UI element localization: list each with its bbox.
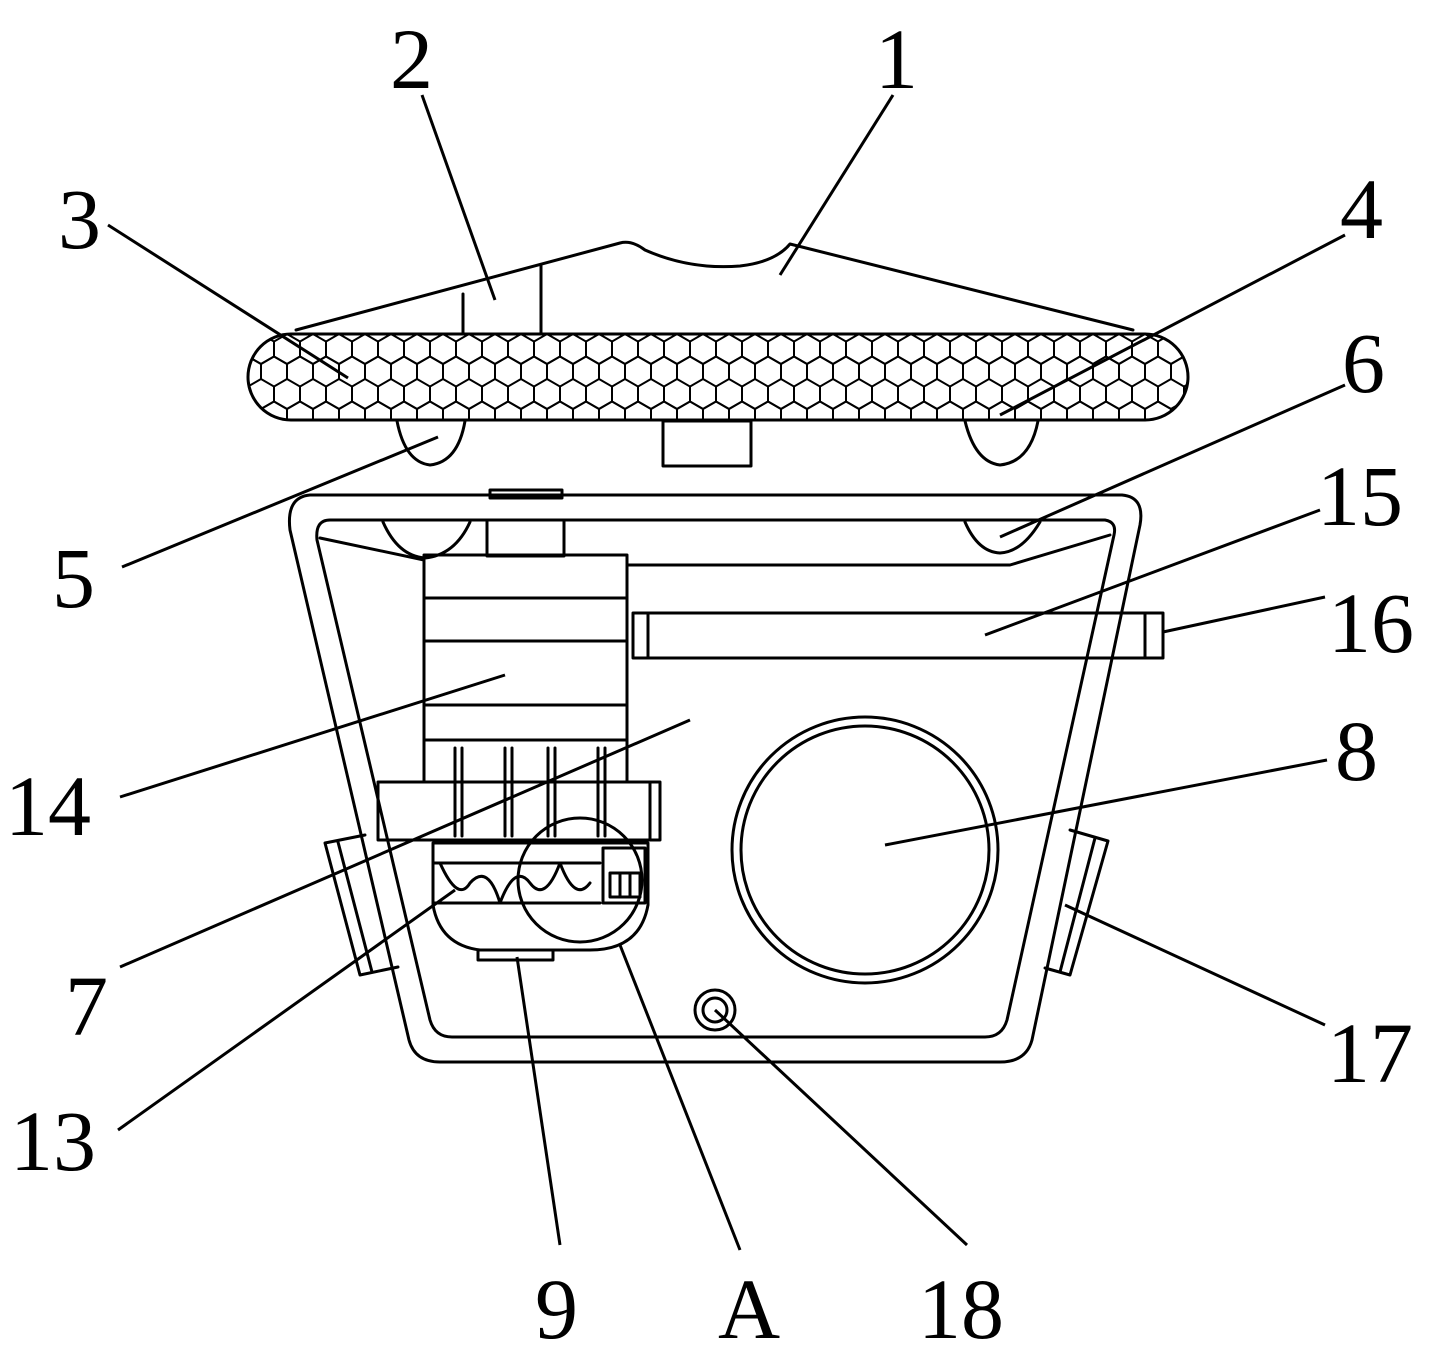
band-fittings [395,419,1040,468]
upper-shaft [485,518,566,558]
label-13: 13 [10,1093,96,1189]
top-pin [488,488,564,500]
label-5: 5 [52,530,95,626]
label-6: 6 [1342,315,1385,411]
label-16: 16 [1328,575,1414,671]
label-9: 9 [535,1261,578,1349]
large-circle [730,715,1000,985]
side-clamps [323,828,1110,977]
support-lines [318,533,1112,567]
lower-assembly [431,816,650,962]
part-labels: 1 2 3 4 6 15 5 16 8 14 7 17 13 9 A 18 [5,11,1414,1349]
leader-lines [107,94,1346,1251]
label-A: A [718,1261,780,1349]
needles [453,746,607,838]
horizontal-rod [631,611,1165,660]
label-8: 8 [1335,703,1378,799]
label-2: 2 [390,11,433,107]
label-18: 18 [918,1261,1004,1349]
label-7: 7 [65,958,108,1054]
label-14: 14 [5,758,91,854]
honeycomb-band [246,332,1190,422]
label-4: 4 [1340,161,1383,257]
lower-plate [376,780,662,842]
label-17: 17 [1327,1005,1413,1101]
housing [287,493,1143,1064]
small-hole [693,988,737,1032]
inner-cups [381,520,1042,560]
top-cap [294,240,1135,336]
label-3: 3 [58,171,101,267]
label-1: 1 [875,11,918,107]
label-15: 15 [1317,448,1403,544]
